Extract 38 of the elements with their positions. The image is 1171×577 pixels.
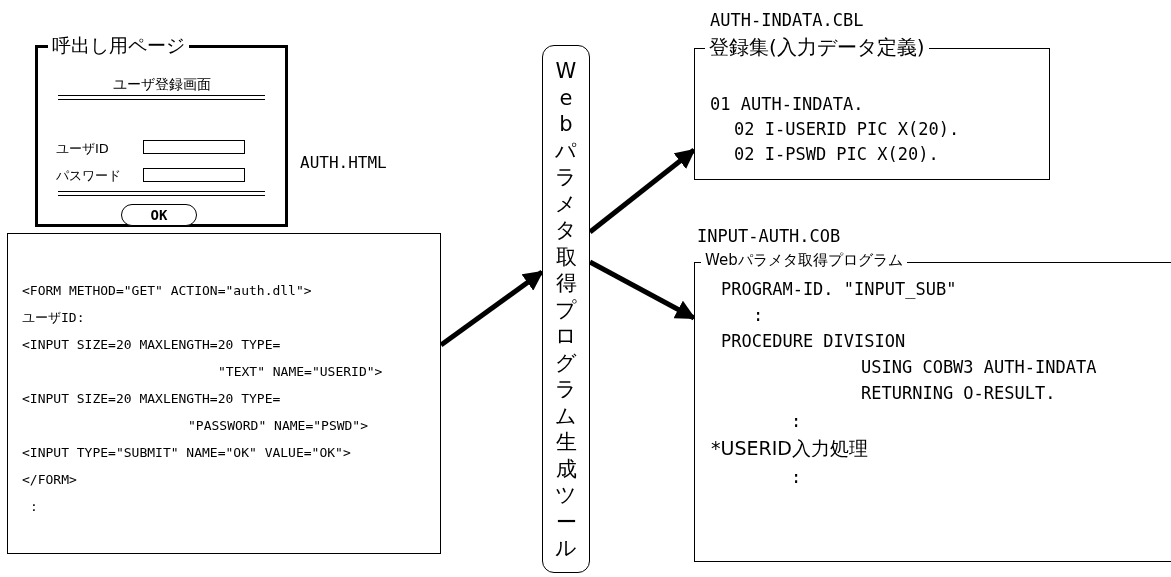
code-line: "PASSWORD" NAME="PSWD"> [188,419,368,432]
arrow [588,259,696,321]
vertical-label: Webパラメタ取得プログラム生成ツール [554,58,578,562]
box-title: 登録集(入力データ定義) [705,37,929,57]
code-line: : [791,413,802,430]
code-comment: *USERID入力処理 [711,439,868,458]
code-line: <INPUT TYPE="SUBMIT" NAME="OK" VALUE="OK"> [22,446,351,459]
arrow [439,269,544,348]
tool-box [542,45,590,573]
code-line: <INPUT SIZE=20 MAXLENGTH=20 TYPE= [22,392,281,405]
field-label: パスワード [56,169,121,182]
code-line: </FORM> [22,473,77,486]
code-line: ユーザID: [22,311,85,324]
code-line: : [791,469,802,486]
code-line: : [30,500,38,513]
code-line: 01 AUTH-INDATA. [710,96,864,113]
code-line: RETURNING O-RESULT. [861,385,1056,402]
code-line: : [753,307,764,324]
file-name: AUTH-INDATA.CBL [710,12,864,29]
code-line: PROCEDURE DIVISION [721,333,906,350]
code-line: "TEXT" NAME="USERID"> [218,365,383,378]
code-line: USING COBW3 AUTH-INDATA [861,359,1097,376]
box-title: 呼出し用ページ [48,36,189,55]
screen-title: ユーザ登録画面 [113,77,211,91]
code-line: 02 I-PSWD PIC X(20). [734,146,939,163]
input-field [143,168,245,182]
code-line: <INPUT SIZE=20 MAXLENGTH=20 TYPE= [22,338,281,351]
arrow [588,148,696,234]
code-box [7,233,441,554]
ok-button: OK [121,204,197,226]
code-line: PROGRAM-ID. "INPUT_SUB" [721,281,957,298]
file-name: INPUT-AUTH.COB [697,228,841,245]
file-name: AUTH.HTML [300,155,387,171]
input-field [143,140,245,154]
field-label: ユーザID [56,142,109,155]
code-line: <FORM METHOD="GET" ACTION="auth.dll"> [22,284,312,297]
code-line: 02 I-USERID PIC X(20). [734,121,960,138]
box-title: Webパラメタ取得プログラム [701,253,907,268]
